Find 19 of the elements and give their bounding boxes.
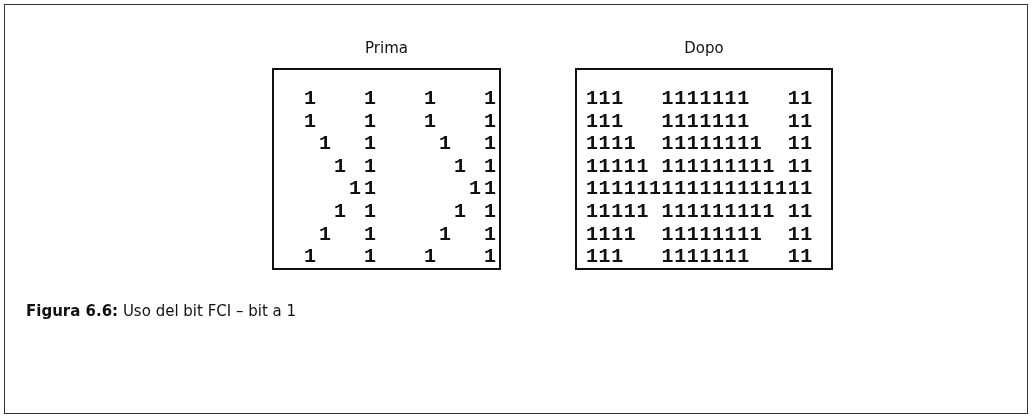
bit-row-text: 1 1 1 1: [318, 133, 500, 156]
panel-heading: Dopo: [683, 38, 725, 58]
bit-row-text: 1 1 1 1: [333, 155, 500, 178]
bit-row: 1111 11111111 11: [586, 133, 813, 156]
bit-row: 111 1111111 11: [586, 88, 813, 110]
panel-heading: Prima: [364, 38, 409, 58]
bit-row-text: 11 11: [348, 178, 500, 201]
bit-row: 11111 111111111 11: [586, 201, 813, 223]
bit-row: 11111 111111111 11: [586, 155, 813, 178]
bit-row-text: 1 1 1 1: [333, 201, 500, 223]
bit-row: 111111111111111111: [586, 178, 813, 201]
bit-row: 1 1 1 1: [304, 88, 500, 110]
bit-row: 1111 11111111 11: [586, 223, 813, 246]
bit-row-text: 1 1 1 1: [318, 223, 500, 246]
bit-row: 111 1111111 11: [586, 110, 813, 133]
bit-row: 111 1111111 11: [586, 246, 813, 269]
bit-row: 1 1 1 1: [304, 110, 500, 133]
figure-caption: Figura 6.6: Uso del bit FCI – bit a 1: [26, 302, 297, 320]
bit-row: 1 1 1 1: [304, 246, 500, 269]
